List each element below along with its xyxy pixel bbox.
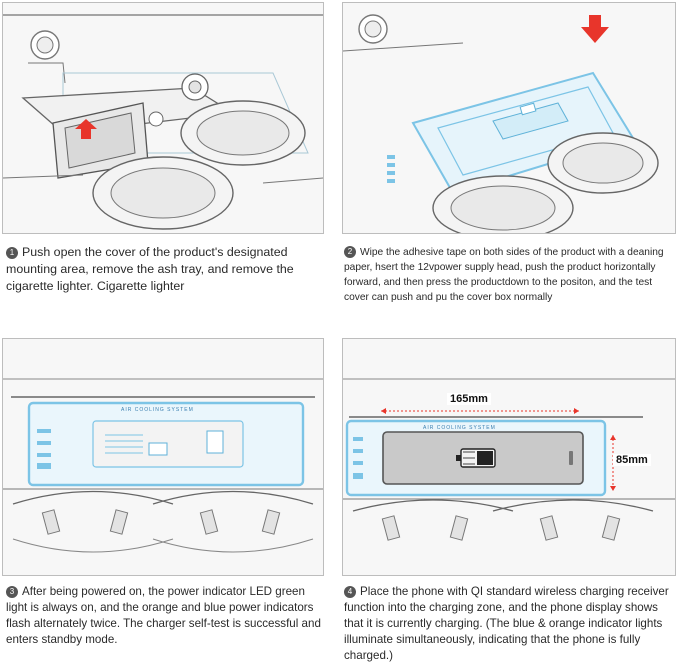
step-4-illustration: AIR COOLING SYSTEM: [342, 338, 676, 576]
step-2-number: 2: [344, 246, 356, 258]
battery-icon: [456, 448, 496, 468]
charger-drawing-3: AIR COOLING SYSTEM: [3, 339, 323, 575]
step-2-illustration: [342, 2, 676, 234]
step-1-text: Push open the cover of the product's des…: [6, 245, 294, 293]
width-dimension-label: 165mm: [447, 393, 491, 405]
air-cooling-label-4: AIR COOLING SYSTEM: [423, 425, 496, 431]
step-3-text: After being powered on, the power indica…: [6, 585, 321, 646]
console-drawing-2: [343, 3, 675, 233]
step-2-text: Wipe the adhesive tape on both sides of …: [344, 247, 664, 303]
step-4-text: Place the phone with QI standard wireles…: [344, 585, 669, 662]
console-drawing-1: [3, 3, 323, 233]
step-3-number: 3: [6, 586, 18, 598]
arrow-down-icon: [581, 15, 609, 43]
step-1-illustration: [2, 2, 324, 234]
step-3-illustration: AIR COOLING SYSTEM: [2, 338, 324, 576]
step-4-number: 4: [344, 586, 356, 598]
step-1-number: 1: [6, 247, 18, 259]
arrow-up-icon: [75, 119, 97, 139]
charger-drawing-4: AIR COOLING SYSTEM: [343, 339, 675, 575]
height-dimension-label: 85mm: [613, 454, 651, 466]
air-cooling-label-3: AIR COOLING SYSTEM: [121, 407, 194, 413]
